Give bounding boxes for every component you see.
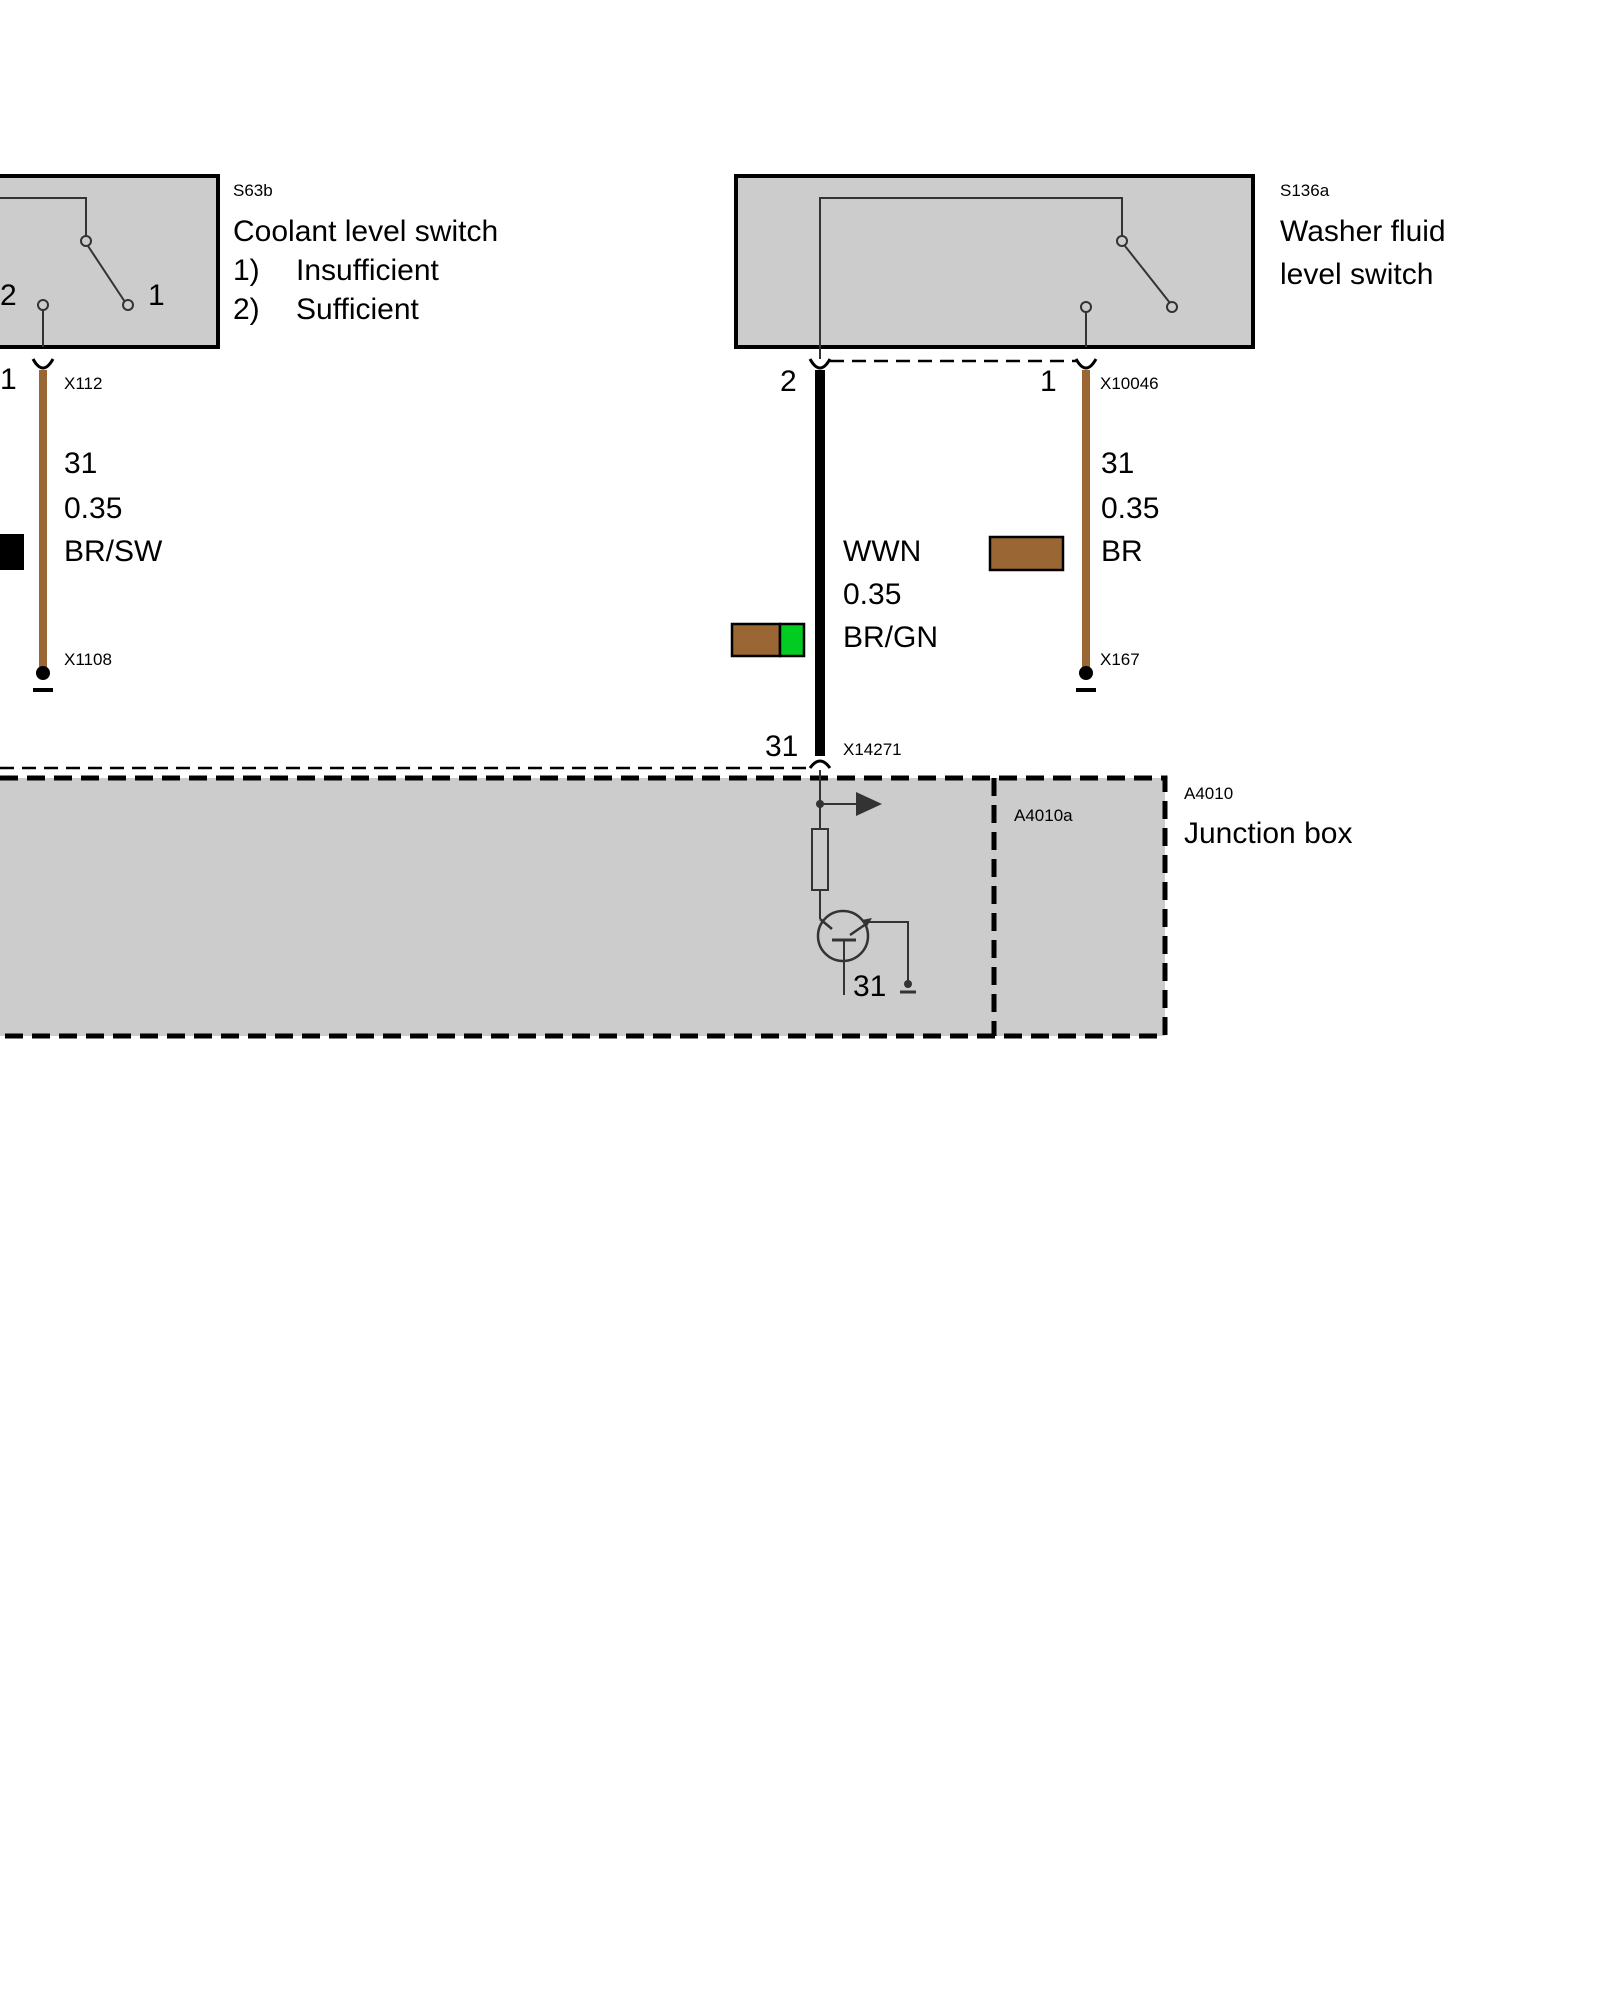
coolant-ground-wire: 1 X112 X1108 31 0.35 BR/SW xyxy=(0,358,163,692)
coolant-legend-text-2: Sufficient xyxy=(296,293,420,326)
signal-swatch-brown xyxy=(730,622,782,658)
junction-box-border xyxy=(0,775,1168,1039)
washer-ground-dot xyxy=(1079,666,1093,680)
washer-switch-contact xyxy=(1116,235,1128,247)
signal-connector-label: X14271 xyxy=(843,740,902,759)
washer-ground-connector: X167 xyxy=(1100,650,1140,669)
coolant-legend-num-2: 2) xyxy=(233,293,260,326)
junction-box-fill xyxy=(0,778,1165,1036)
washer-wire-terminal: 31 xyxy=(1101,447,1134,480)
coolant-switch-title: Coolant level switch xyxy=(233,215,498,248)
coolant-ground-connector: X1108 xyxy=(64,650,112,669)
washer-connector-symbol-2 xyxy=(808,358,832,370)
coolant-legend-text-1: Insufficient xyxy=(296,254,440,287)
junction-code: A4010 xyxy=(1184,784,1233,803)
junction-box: A4010a A4010 Junction box 31 xyxy=(0,770,1352,1039)
coolant-wire-terminal: 31 xyxy=(64,447,97,480)
coolant-switch-lever xyxy=(87,245,126,303)
coolant-level-switch: 2 1 S63b Coolant level switch 1) Insuffi… xyxy=(0,174,498,349)
washer-pin-1: 1 xyxy=(1040,365,1057,398)
coolant-legend-num-1: 1) xyxy=(233,254,260,287)
junction-resistor xyxy=(811,828,829,891)
coolant-switch-line xyxy=(0,197,87,241)
washer-connector-symbol-1 xyxy=(1074,358,1098,370)
signal-wire-color: BR/GN xyxy=(843,621,938,654)
washer-switch-line xyxy=(819,197,1123,359)
washer-wire-gauge: 0.35 xyxy=(1101,492,1159,525)
transistor-lead xyxy=(819,918,833,930)
coolant-wire-gauge: 0.35 xyxy=(64,492,122,525)
transistor-lead xyxy=(849,922,867,937)
coolant-connector-pin: 1 xyxy=(0,363,17,396)
coolant-ground-dot xyxy=(36,666,50,680)
washer-connector-label: X10046 xyxy=(1100,374,1159,393)
coolant-wire-color: BR/SW xyxy=(64,535,163,568)
coolant-connector-label: X112 xyxy=(64,374,102,393)
signal-swatch-green xyxy=(778,622,806,658)
junction-output-arrow xyxy=(856,792,882,816)
junction-subcode: A4010a xyxy=(1014,806,1073,825)
coolant-switch-contact xyxy=(122,299,134,311)
signal-wire-terminal: WWN xyxy=(843,535,921,568)
washer-wire-swatch xyxy=(988,535,1065,572)
junction-connector-symbol xyxy=(808,759,832,769)
signal-pin-label: 31 xyxy=(765,730,798,763)
coolant-switch-code: S63b xyxy=(233,181,273,200)
washer-wire-color: BR xyxy=(1101,535,1143,568)
washer-switch-title-1: Washer fluid xyxy=(1280,215,1446,248)
junction-ground-dot xyxy=(904,980,912,988)
coolant-switch-body xyxy=(0,174,220,349)
washer-switch-contact xyxy=(1080,301,1092,313)
signal-wire-gauge: 0.35 xyxy=(843,578,901,611)
transistor-emitter-arrow xyxy=(862,918,872,928)
coolant-connector-symbol xyxy=(31,358,55,370)
coolant-switch-contact xyxy=(37,299,49,311)
washer-switch-lever xyxy=(1124,245,1171,304)
washer-fluid-level-switch: S136a Washer fluid level switch xyxy=(734,174,1446,359)
washer-switch-contact xyxy=(1166,301,1178,313)
coolant-pin-left: 2 xyxy=(0,279,17,312)
coolant-pin-right: 1 xyxy=(148,279,165,312)
washer-pin-2: 2 xyxy=(780,365,797,398)
washer-switch-body xyxy=(734,174,1255,349)
washer-switch-title-2: level switch xyxy=(1280,258,1433,291)
junction-ground-label: 31 xyxy=(853,970,886,1003)
junction-title: Junction box xyxy=(1184,817,1352,850)
coolant-switch-contact xyxy=(80,235,92,247)
washer-ground-wire: X167 31 0.35 BR xyxy=(988,370,1159,692)
junction-internal-line xyxy=(868,921,909,984)
coolant-wire-swatch xyxy=(0,534,24,570)
washer-signal-wire: WWN 0.35 BR/GN 31 X14271 xyxy=(730,370,938,763)
washer-switch-code: S136a xyxy=(1280,181,1330,200)
